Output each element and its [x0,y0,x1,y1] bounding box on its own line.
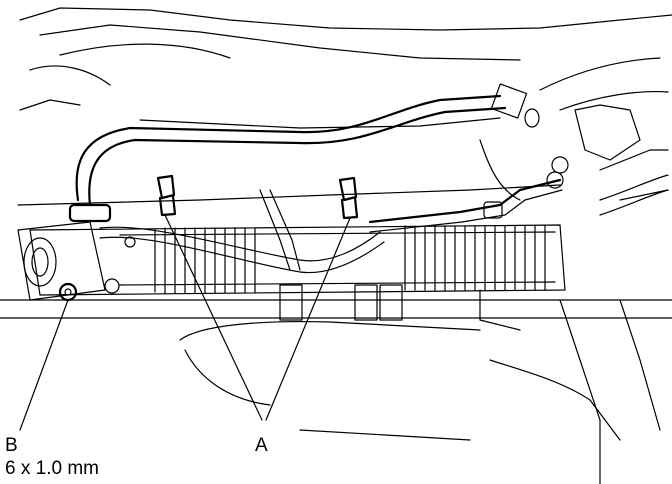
left-boot [154,227,256,294]
feed-lines [99,189,385,274]
right-side-components [479,104,669,331]
gearbox-left-end [17,221,136,301]
callout-b-leader [19,299,69,431]
right-boot [404,225,546,291]
hose-clamp-left [68,203,112,223]
callout-a-label: A [255,435,268,456]
callout-b-label: B [5,435,18,456]
callout-a-leaders [164,214,351,421]
pressure-hose [75,83,540,207]
return-line [368,156,569,233]
mounting-bolt-b [58,282,78,302]
callout-b-spec: 6 x 1.0 mm [5,458,99,479]
chassis-outline [19,7,672,201]
clip-a-right [338,176,359,220]
clip-a-left [156,174,177,217]
lower-subframe [179,299,661,484]
steering-rack-housing [29,224,566,321]
